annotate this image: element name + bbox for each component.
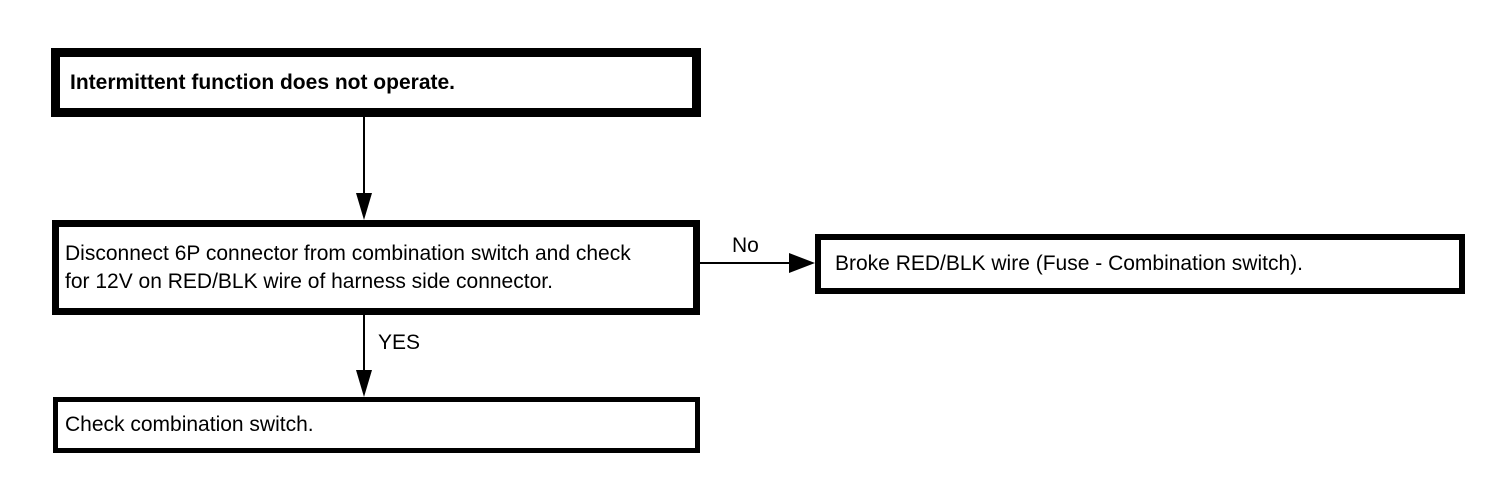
yes-result-text: Check combination switch.: [65, 413, 314, 436]
flowchart-box-symptom: Intermittent function does not operate.: [51, 48, 701, 117]
no-result-text: Broke RED/BLK wire (Fuse - Combination s…: [835, 252, 1303, 275]
connector-line-down-2: [363, 315, 365, 371]
symptom-text: Intermittent function does not operate.: [70, 70, 456, 94]
flowchart-box-result-no: Broke RED/BLK wire (Fuse - Combination s…: [815, 234, 1465, 294]
flowchart-box-test-step: Disconnect 6P connector from combination…: [52, 220, 700, 315]
flowchart-box-result-yes: Check combination switch.: [53, 397, 700, 453]
no-branch-label: No: [732, 234, 759, 257]
test-step-text: Disconnect 6P connector from combination…: [65, 241, 631, 293]
yes-branch-label: YES: [378, 331, 421, 354]
right-arrowhead-icon: [789, 253, 815, 273]
connector-line-down-1: [363, 117, 365, 194]
down-arrowhead-icon: [356, 193, 372, 220]
down-arrowhead-icon: [356, 370, 372, 397]
connector-line-right: [700, 262, 790, 264]
